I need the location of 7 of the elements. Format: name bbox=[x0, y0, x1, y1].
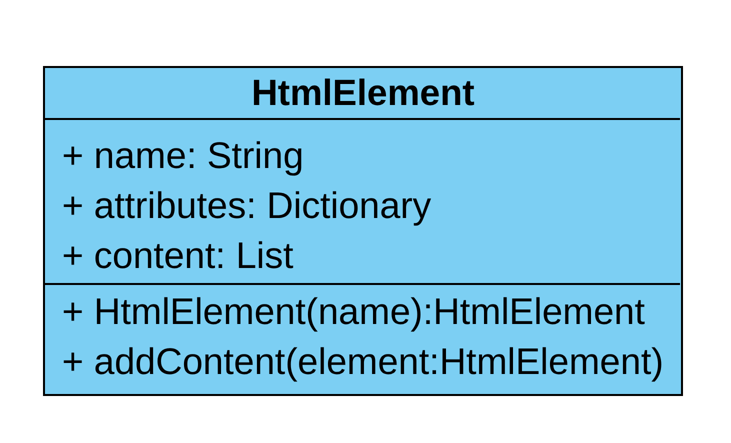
method-text: + HtmlElement(name):HtmlElement bbox=[62, 290, 645, 334]
method-text: + addContent(element:HtmlElement) bbox=[62, 340, 664, 384]
class-name: HtmlElement bbox=[250, 71, 476, 115]
class-box bbox=[43, 66, 683, 396]
attribute-text: + content: List bbox=[62, 234, 294, 278]
attribute-text: + name: String bbox=[62, 134, 304, 178]
attribute-text: + attributes: Dictionary bbox=[62, 184, 432, 228]
